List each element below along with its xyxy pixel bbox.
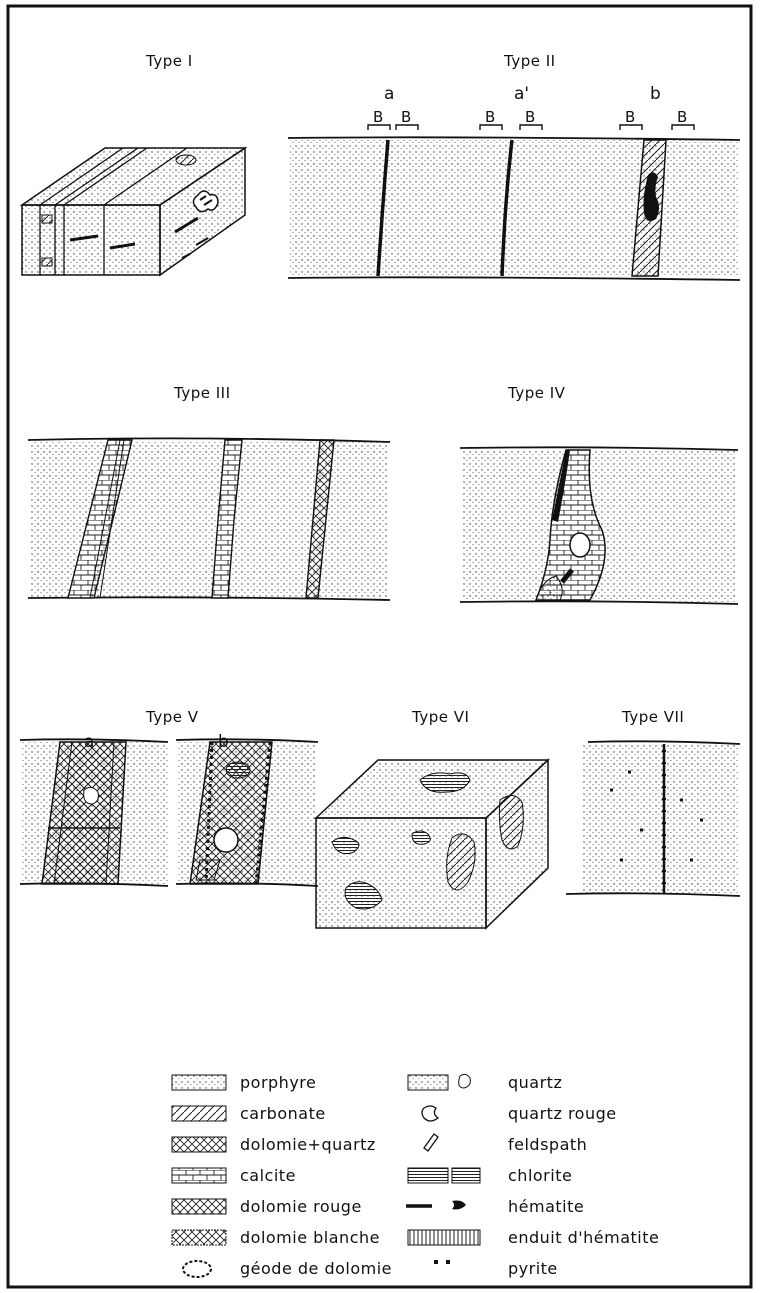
legend-item-dolomie-blanche: dolomie blanche [240,1228,380,1247]
quartz-swatch-icon [408,1075,448,1090]
type2-sub-a-prime: a' [514,84,529,104]
b-marker: B [373,108,383,126]
feldspath-icon [424,1134,438,1151]
type4-title: Type IV [508,384,565,402]
legend-item-porphyre: porphyre [240,1073,316,1092]
type7-section [566,741,740,896]
chlorite-swatch-icon [408,1168,448,1183]
b-marker: B [401,108,411,126]
legend-item-feldspath: feldspath [508,1135,587,1154]
enduit-hematite-swatch-icon [408,1230,480,1245]
type4-section [460,447,738,604]
legend-item-chlorite: chlorite [508,1166,572,1185]
geode-icon [183,1261,211,1277]
legend-item-pyrite: pyrite [508,1259,558,1278]
legend-item-quartz: quartz [508,1073,562,1092]
type1-title: Type I [146,52,193,70]
type5-title: Type V [146,708,198,726]
type5b-section [176,739,318,886]
b-marker: B [485,108,495,126]
type6-title: Type VI [412,708,469,726]
type2-section [288,125,740,280]
legend-item-dolomie-rouge: dolomie rouge [240,1197,362,1216]
pyrite-icon [434,1260,438,1264]
dolomie-rouge-swatch-icon [172,1199,226,1214]
legend-item-calcite: calcite [240,1166,296,1185]
legend-item-enduit-hematite: enduit d'hématite [508,1228,659,1247]
legend-item-geode: géode de dolomie [240,1259,392,1278]
legend-item-carbonate: carbonate [240,1104,326,1123]
carbonate-swatch-icon [172,1106,226,1121]
type1-block [22,148,245,275]
b-marker: B [525,108,535,126]
b-marker: B [625,108,635,126]
type6-block [316,760,548,928]
type5-sub-a: a [84,732,94,752]
type5a-section [20,739,168,886]
type3-section [28,438,390,600]
porphyre-swatch-icon [172,1075,226,1090]
dolomie-blanche-swatch-icon [172,1230,226,1245]
b-marker: B [677,108,687,126]
legend-item-hematite: hématite [508,1197,584,1216]
quartz-rouge-icon [422,1106,438,1121]
dolomie-quartz-swatch-icon [172,1137,226,1152]
type7-title: Type VII [622,708,684,726]
type5-sub-b: b [218,732,229,752]
type2-sub-b: b [650,84,661,104]
calcite-swatch-icon [172,1168,226,1183]
legend-item-dolomie-quartz: dolomie+quartz [240,1135,376,1154]
type2-sub-a: a [384,84,394,104]
type2-title: Type II [504,52,556,70]
legend-item-quartz-rouge: quartz rouge [508,1104,617,1123]
type3-title: Type III [174,384,231,402]
